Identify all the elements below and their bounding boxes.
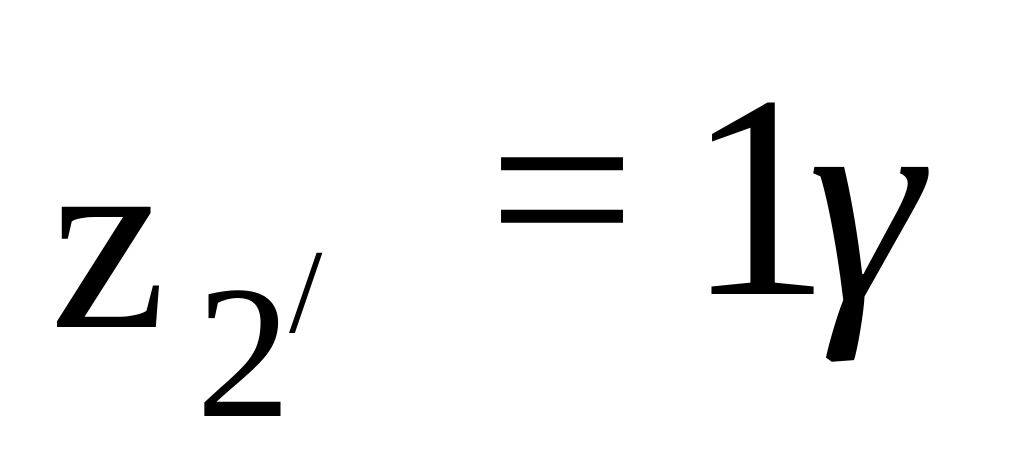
equals-sign: = xyxy=(488,44,636,334)
prime-mark: / xyxy=(289,225,323,358)
subscript-two: 2 xyxy=(196,248,291,458)
coefficient-one: 1 xyxy=(686,36,831,357)
variable-z: z xyxy=(50,94,167,384)
gamma-symbol: γ xyxy=(808,42,923,363)
